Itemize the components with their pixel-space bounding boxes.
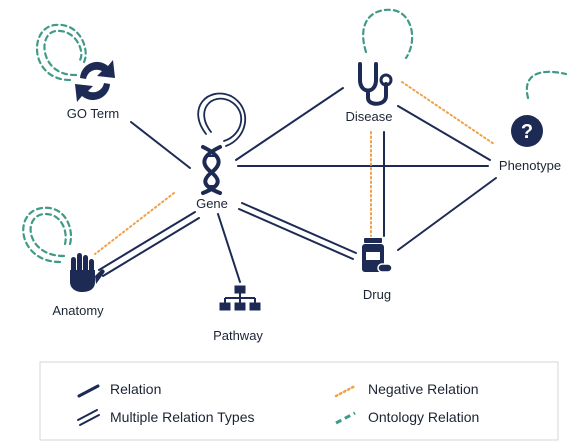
node-anatomy: Anatomy [52, 253, 105, 318]
refresh-arrows-icon [75, 60, 115, 102]
edge-go-gene [130, 121, 191, 169]
ontology-loop-disease [362, 8, 414, 60]
dna-helix-icon [201, 145, 222, 195]
node-gene: Gene [196, 145, 228, 211]
node-label-phenotype: Phenotype [499, 158, 561, 173]
node-label-anatomy: Anatomy [52, 303, 104, 318]
edge-gene-pathway [217, 213, 241, 283]
legend-swatch-multiple [79, 414, 100, 426]
edge-gene-self-loop [197, 92, 247, 147]
legend-label-relation: Relation [110, 381, 161, 397]
ontology-loop-go [35, 23, 87, 82]
legend-box [39, 361, 559, 441]
edge-phenotype-drug [397, 177, 497, 251]
legend-label-ontology: Ontology Relation [368, 409, 479, 425]
edge-gene-anatomy [98, 211, 200, 277]
legend-item-multiple: Multiple Relation Types [77, 409, 254, 426]
legend-swatch-negative [334, 384, 357, 398]
legend-swatch-ontology [335, 411, 356, 425]
legend-item-relation: Relation [77, 381, 161, 398]
ontology-loop-anatomy [22, 206, 72, 264]
node-label-disease: Disease [346, 109, 393, 124]
legend-label-multiple: Multiple Relation Types [110, 409, 254, 425]
edge-gene-disease [235, 87, 344, 161]
legend-label-negative: Negative Relation [368, 381, 479, 397]
edge-gene-drug [238, 202, 357, 260]
stethoscope-icon [358, 62, 393, 106]
node-phenotype: ? Phenotype [499, 115, 561, 173]
node-label-drug: Drug [363, 287, 391, 302]
legend-item-ontology: Ontology Relation [335, 409, 479, 425]
question-mark-icon: ? [511, 115, 543, 147]
hand-icon [70, 253, 105, 292]
legend-swatch-relation [77, 384, 100, 398]
legend: Relation Multiple Relation Types Negativ… [39, 361, 559, 441]
node-pathway: Pathway [213, 285, 263, 343]
node-label-go-term: GO Term [67, 106, 120, 121]
svg-text:?: ? [521, 121, 533, 143]
edge-negative-disease-phenotype [401, 81, 495, 145]
edge-negative-gene-anatomy [94, 192, 175, 255]
ontology-loop-phenotype [525, 70, 568, 100]
legend-item-negative: Negative Relation [334, 381, 479, 398]
node-go-term: GO Term [67, 60, 120, 121]
edges [22, 8, 568, 283]
node-label-gene: Gene [196, 196, 228, 211]
edge-disease-phenotype [397, 105, 491, 161]
node-drug: Drug [362, 238, 393, 302]
pill-bottle-icon [362, 238, 393, 273]
node-label-pathway: Pathway [213, 328, 263, 343]
hierarchy-icon [219, 285, 261, 311]
node-disease: Disease [346, 62, 393, 124]
